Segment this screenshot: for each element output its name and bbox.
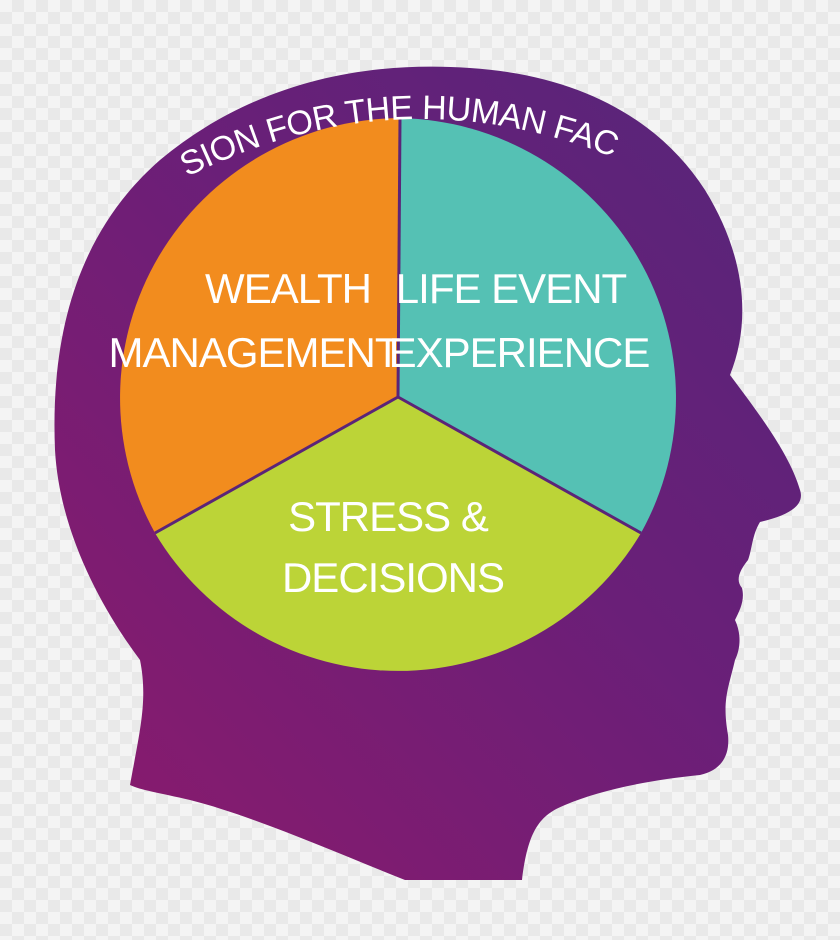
wealth-label-line2: MANAGEMENT xyxy=(108,329,399,376)
segment-life-event xyxy=(398,118,676,533)
wealth-label-line1: WEALTH xyxy=(205,265,371,312)
segment-wealth xyxy=(120,118,401,533)
segment-dividers xyxy=(154,117,642,535)
stress-label-line2: DECISIONS xyxy=(282,554,504,601)
life-event-label-line2: EXPERIENCE xyxy=(389,329,650,376)
stress-label-line1: STRESS & xyxy=(288,493,489,540)
life-event-label-line1: LIFE EVENT xyxy=(396,265,627,312)
